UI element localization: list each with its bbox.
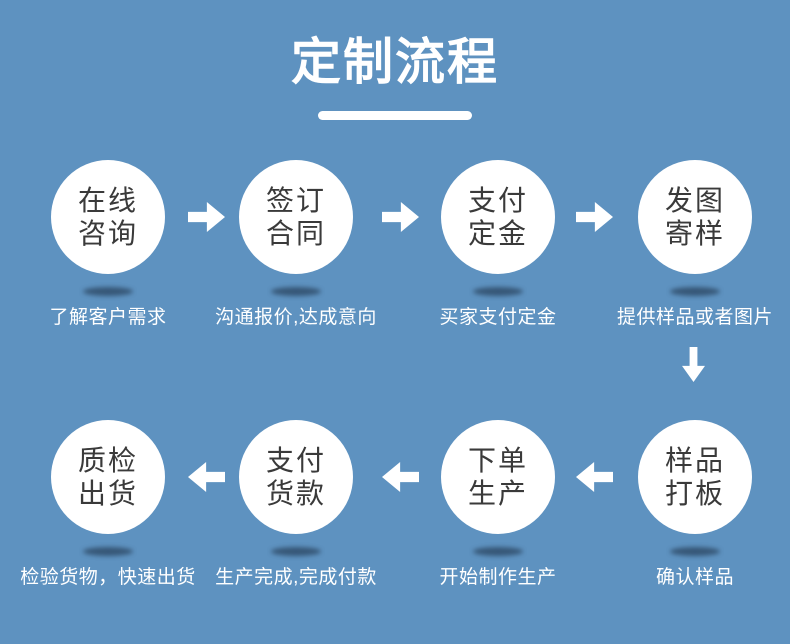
circle-shadow: [83, 547, 133, 556]
step-circle: 样品 打板: [638, 420, 752, 534]
step-sign-contract: 签订 合同 沟通报价,达成意向: [186, 160, 406, 350]
step-pay-deposit: 支付 定金 买家支付定金: [388, 160, 608, 350]
step-caption: 确认样品: [655, 567, 734, 588]
step-label-line1: 发图: [664, 185, 725, 216]
step-label-line2: 生产: [467, 478, 528, 509]
step-circle: 质检 出货: [51, 420, 165, 534]
step-caption: 检验货物，快速出货: [20, 567, 196, 588]
step-sample-making: 样品 打板 确认样品: [585, 420, 790, 610]
step-label-line2: 定金: [467, 218, 528, 249]
circle-shadow: [670, 287, 720, 296]
step-label-line1: 质检: [77, 445, 138, 476]
step-circle: 下单 生产: [441, 420, 555, 534]
step-label-line2: 咨询: [77, 218, 138, 249]
step-caption: 开始制作生产: [439, 567, 557, 588]
circle-shadow: [271, 287, 321, 296]
step-label-line1: 签订: [265, 185, 326, 216]
step-online-consult: 在线 咨询 了解客户需求: [0, 160, 218, 350]
step-circle: 支付 货款: [239, 420, 353, 534]
step-label-line2: 出货: [77, 478, 138, 509]
step-label-line2: 合同: [265, 218, 326, 249]
circle-shadow: [670, 547, 720, 556]
circle-shadow: [473, 287, 523, 296]
step-label-line1: 样品: [664, 445, 725, 476]
step-label-line1: 下单: [467, 445, 528, 476]
circle-shadow: [473, 547, 523, 556]
step-label-line1: 在线: [77, 185, 138, 216]
step-label-line1: 支付: [265, 445, 326, 476]
step-label-line1: 支付: [467, 185, 528, 216]
step-label-line2: 打板: [664, 478, 725, 509]
step-circle: 签订 合同: [239, 160, 353, 274]
step-caption: 买家支付定金: [439, 307, 557, 328]
step-qc-shipping: 质检 出货 检验货物，快速出货: [0, 420, 218, 610]
step-caption: 沟通报价,达成意向: [215, 307, 377, 328]
step-caption: 生产完成,完成付款: [215, 567, 377, 588]
step-circle: 发图 寄样: [638, 160, 752, 274]
title-underline: [318, 111, 472, 120]
step-send-samples: 发图 寄样 提供样品或者图片: [585, 160, 790, 350]
circle-shadow: [83, 287, 133, 296]
step-caption: 提供样品或者图片: [616, 307, 773, 328]
step-circle: 支付 定金: [441, 160, 555, 274]
step-pay-balance: 支付 货款 生产完成,完成付款: [186, 420, 406, 610]
step-label-line2: 货款: [265, 478, 326, 509]
circle-shadow: [271, 547, 321, 556]
step-caption: 了解客户需求: [49, 307, 167, 328]
step-order-production: 下单 生产 开始制作生产: [388, 420, 608, 610]
step-label-line2: 寄样: [664, 218, 725, 249]
page-title: 定制流程: [291, 34, 499, 90]
arrow-down-icon: [682, 347, 705, 382]
step-circle: 在线 咨询: [51, 160, 165, 274]
